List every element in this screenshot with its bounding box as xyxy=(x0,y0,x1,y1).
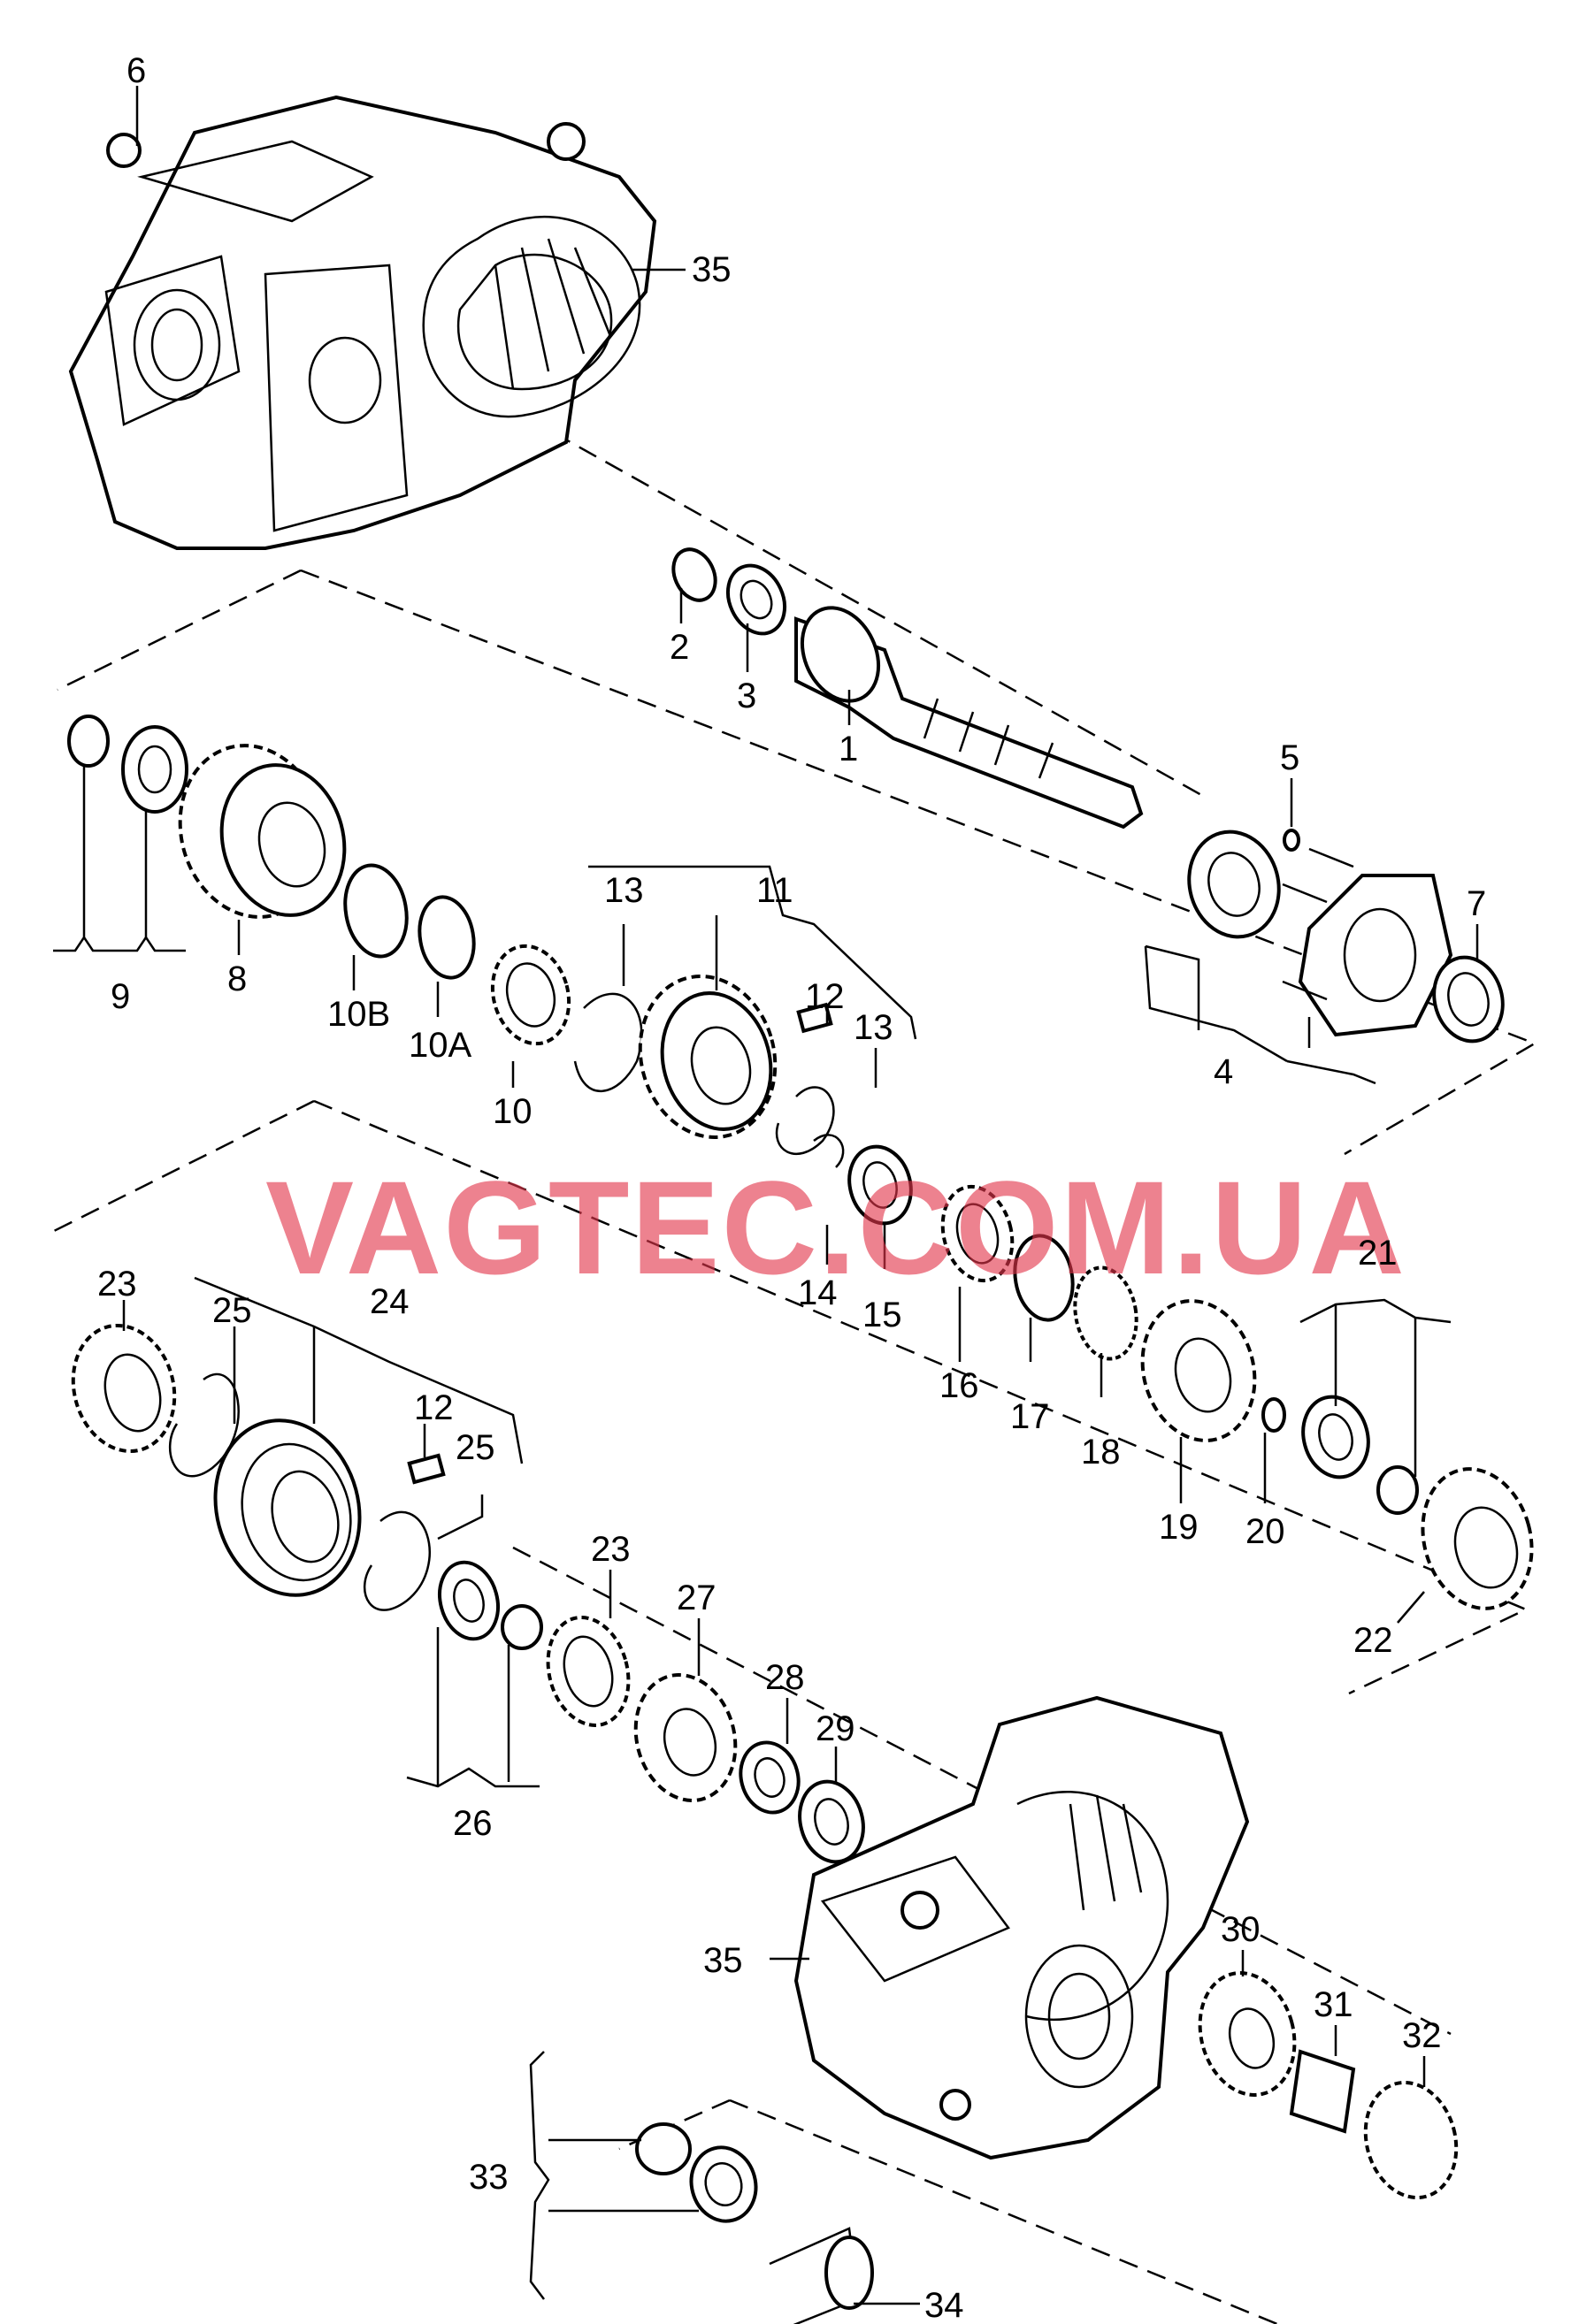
callout-25-lower: 25 xyxy=(456,1428,495,1467)
transmission-housing-upper xyxy=(68,95,657,550)
callout-3: 3 xyxy=(737,677,756,715)
callout-23-upper: 23 xyxy=(97,1265,137,1303)
callout-29: 29 xyxy=(816,1709,855,1748)
callout-13-upper: 13 xyxy=(604,871,644,910)
gear-set-row-4 xyxy=(71,1323,865,1864)
callout-8: 8 xyxy=(227,959,247,998)
callout-15: 15 xyxy=(862,1296,902,1334)
callout-10a: 10A xyxy=(409,1026,471,1065)
callout-7: 7 xyxy=(1467,884,1486,923)
callout-35-lower: 35 xyxy=(703,1941,743,1980)
callout-6: 6 xyxy=(126,51,146,90)
callout-10b: 10B xyxy=(327,995,390,1034)
callout-24: 24 xyxy=(370,1282,410,1321)
gear-set-row-3 xyxy=(940,1184,1534,1610)
callout-32: 32 xyxy=(1402,2016,1442,2055)
gear-set-row-2 xyxy=(67,715,913,1226)
callout-27: 27 xyxy=(677,1579,717,1617)
reverse-idler-group xyxy=(635,1971,1459,2324)
callout-21: 21 xyxy=(1358,1234,1398,1273)
callout-1: 1 xyxy=(839,730,858,768)
callout-labels: 6 35 2 3 1 5 7 4 8 9 10B 10A 10 13 11 12… xyxy=(97,51,1486,2324)
watermark: VAGTEC.COM.UA xyxy=(265,1153,1406,1302)
callout-30: 30 xyxy=(1221,1910,1261,1949)
callout-17: 17 xyxy=(1010,1397,1050,1436)
input-shaft-assembly xyxy=(671,547,1144,829)
callout-25-upper: 25 xyxy=(212,1291,252,1330)
callout-14: 14 xyxy=(798,1273,838,1312)
callout-35-upper: 35 xyxy=(692,250,732,289)
callout-10: 10 xyxy=(493,1092,533,1131)
callout-2: 2 xyxy=(670,628,689,667)
callout-31: 31 xyxy=(1314,1985,1353,2024)
leader-lines xyxy=(53,86,1479,2305)
callout-28: 28 xyxy=(765,1658,805,1697)
callout-11: 11 xyxy=(756,871,793,910)
transmission-housing-lower xyxy=(793,1695,1250,2160)
callout-12-lower: 12 xyxy=(414,1388,454,1427)
callout-20: 20 xyxy=(1245,1512,1285,1551)
callout-22: 22 xyxy=(1353,1621,1393,1660)
bearing-flange-assembly xyxy=(1187,829,1505,1044)
callout-9: 9 xyxy=(111,977,130,1016)
callout-18: 18 xyxy=(1081,1433,1121,1472)
callout-5: 5 xyxy=(1280,738,1299,777)
callout-13-lower: 13 xyxy=(854,1008,893,1047)
callout-34: 34 xyxy=(924,2286,964,2324)
callout-12-upper: 12 xyxy=(805,977,845,1016)
callout-4: 4 xyxy=(1214,1052,1233,1091)
callout-23-lower: 23 xyxy=(591,1530,631,1569)
callout-16: 16 xyxy=(939,1366,979,1405)
callout-33: 33 xyxy=(469,2158,509,2197)
callout-19: 19 xyxy=(1159,1508,1199,1547)
callout-26: 26 xyxy=(453,1804,493,1843)
